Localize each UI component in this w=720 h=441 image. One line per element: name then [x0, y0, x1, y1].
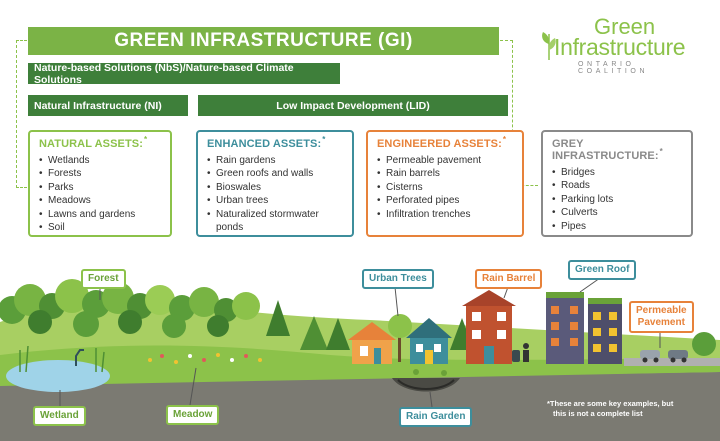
list-item: Naturalized stormwater	[207, 208, 346, 222]
ni-band: Natural Infrastructure (NI)	[28, 95, 188, 116]
list-item: Parking lots	[552, 193, 685, 207]
forest-trees	[0, 279, 328, 350]
list-item: Lawns and gardens	[39, 208, 164, 222]
list-item: Cisterns	[377, 181, 516, 195]
card-list: Rain gardens Green roofs and walls Biosw…	[207, 154, 346, 234]
label-rain-barrel: Rain Barrel	[475, 269, 543, 289]
house-orange	[348, 322, 396, 364]
card-grey-infrastructure: GREY INFRASTRUCTURE:* Bridges Roads Park…	[541, 130, 693, 237]
house-teal	[406, 318, 452, 364]
wetland-pond	[6, 360, 110, 392]
list-item: Perforated pipes	[377, 194, 516, 208]
list-item: Wetlands	[39, 154, 164, 168]
rain-barrel	[512, 350, 520, 362]
footnote-line: *These are some key examples, but	[547, 399, 674, 408]
logo-text-coalition: ONTARIO COALITION	[578, 61, 649, 75]
reeds	[19, 345, 105, 373]
footnote-line: this is not a complete list	[553, 409, 643, 418]
list-item: Rain barrels	[377, 167, 516, 181]
label-urban-trees: Urban Trees	[362, 269, 434, 289]
list-item: Permeable pavement	[377, 154, 516, 168]
list-item: Pipes	[552, 220, 685, 234]
list-item: Soil	[39, 221, 164, 235]
list-item: Meadows	[39, 194, 164, 208]
meadow-flowers	[148, 353, 262, 364]
person	[523, 343, 529, 362]
building-brick	[462, 290, 516, 364]
heron	[75, 349, 84, 366]
logo-text-green: Green	[594, 14, 656, 39]
list-item: Infiltration trenches	[377, 208, 516, 222]
footnote: *These are some key examples, but this i…	[547, 399, 717, 419]
rain-garden-basin	[392, 378, 460, 392]
list-item: Bridges	[552, 166, 685, 180]
card-heading: ENHANCED ASSETS:*	[207, 135, 326, 150]
card-list: Permeable pavement Rain barrels Cisterns…	[377, 154, 516, 221]
label-permeable-pavement: Permeable Pavement	[629, 301, 694, 333]
list-item: Rain gardens	[207, 154, 346, 168]
rain-garden-plants	[401, 368, 447, 377]
label-rain-garden: Rain Garden	[399, 407, 473, 427]
tree-right	[692, 332, 716, 356]
logo: Green Infrastructure ONTARIO COALITION	[528, 14, 698, 75]
building-green-roof	[546, 292, 584, 364]
list-item: Parks	[39, 181, 164, 195]
card-engineered-assets: ENGINEERED ASSETS:* Permeable pavement R…	[366, 130, 524, 237]
dashed-bracket-right	[500, 40, 513, 187]
card-heading: ENGINEERED ASSETS:*	[377, 135, 507, 150]
label-wetland: Wetland	[33, 406, 86, 426]
label-line: Permeable	[636, 305, 687, 316]
pine-tree	[326, 318, 350, 350]
list-item: Urban trees	[207, 194, 346, 208]
list-item: Green roofs and walls	[207, 167, 346, 181]
list-item: Roads	[552, 179, 685, 193]
card-enhanced-assets: ENHANCED ASSETS:* Rain gardens Green roo…	[196, 130, 354, 237]
card-list: Bridges Roads Parking lots Culverts Pipe…	[552, 166, 685, 233]
dashed-connector-bottom	[512, 185, 538, 186]
nbs-band: Nature-based Solutions (NbS)/Nature-base…	[28, 62, 340, 86]
logo-text-infrastructure: Infrastructure	[554, 34, 686, 60]
car	[668, 350, 688, 363]
card-list: Wetlands Forests Parks Meadows Lawns and…	[39, 154, 164, 235]
list-item: Bioswales	[207, 181, 346, 195]
lid-band: Low Impact Development (LID)	[198, 95, 508, 116]
card-natural-assets: NATURAL ASSETS:* Wetlands Forests Parks …	[28, 130, 172, 237]
car	[640, 350, 660, 363]
card-heading: NATURAL ASSETS:*	[39, 135, 148, 150]
dashed-bracket-left	[16, 40, 27, 188]
urban-tree	[388, 314, 412, 362]
page-title: GREEN INFRASTRUCTURE (GI)	[28, 27, 499, 55]
list-item-continued: ponds	[216, 222, 244, 234]
list-item: Forests	[39, 167, 164, 181]
list-item: Culverts	[552, 206, 685, 220]
leaf-icon	[542, 32, 556, 60]
label-meadow: Meadow	[166, 405, 220, 425]
building-green-roof-2	[588, 298, 622, 364]
hill-front	[0, 345, 720, 386]
card-heading: GREY INFRASTRUCTURE:*	[552, 138, 663, 162]
label-green-roof: Green Roof	[568, 260, 637, 280]
label-line: Pavement	[637, 317, 685, 328]
label-forest: Forest	[81, 269, 126, 289]
